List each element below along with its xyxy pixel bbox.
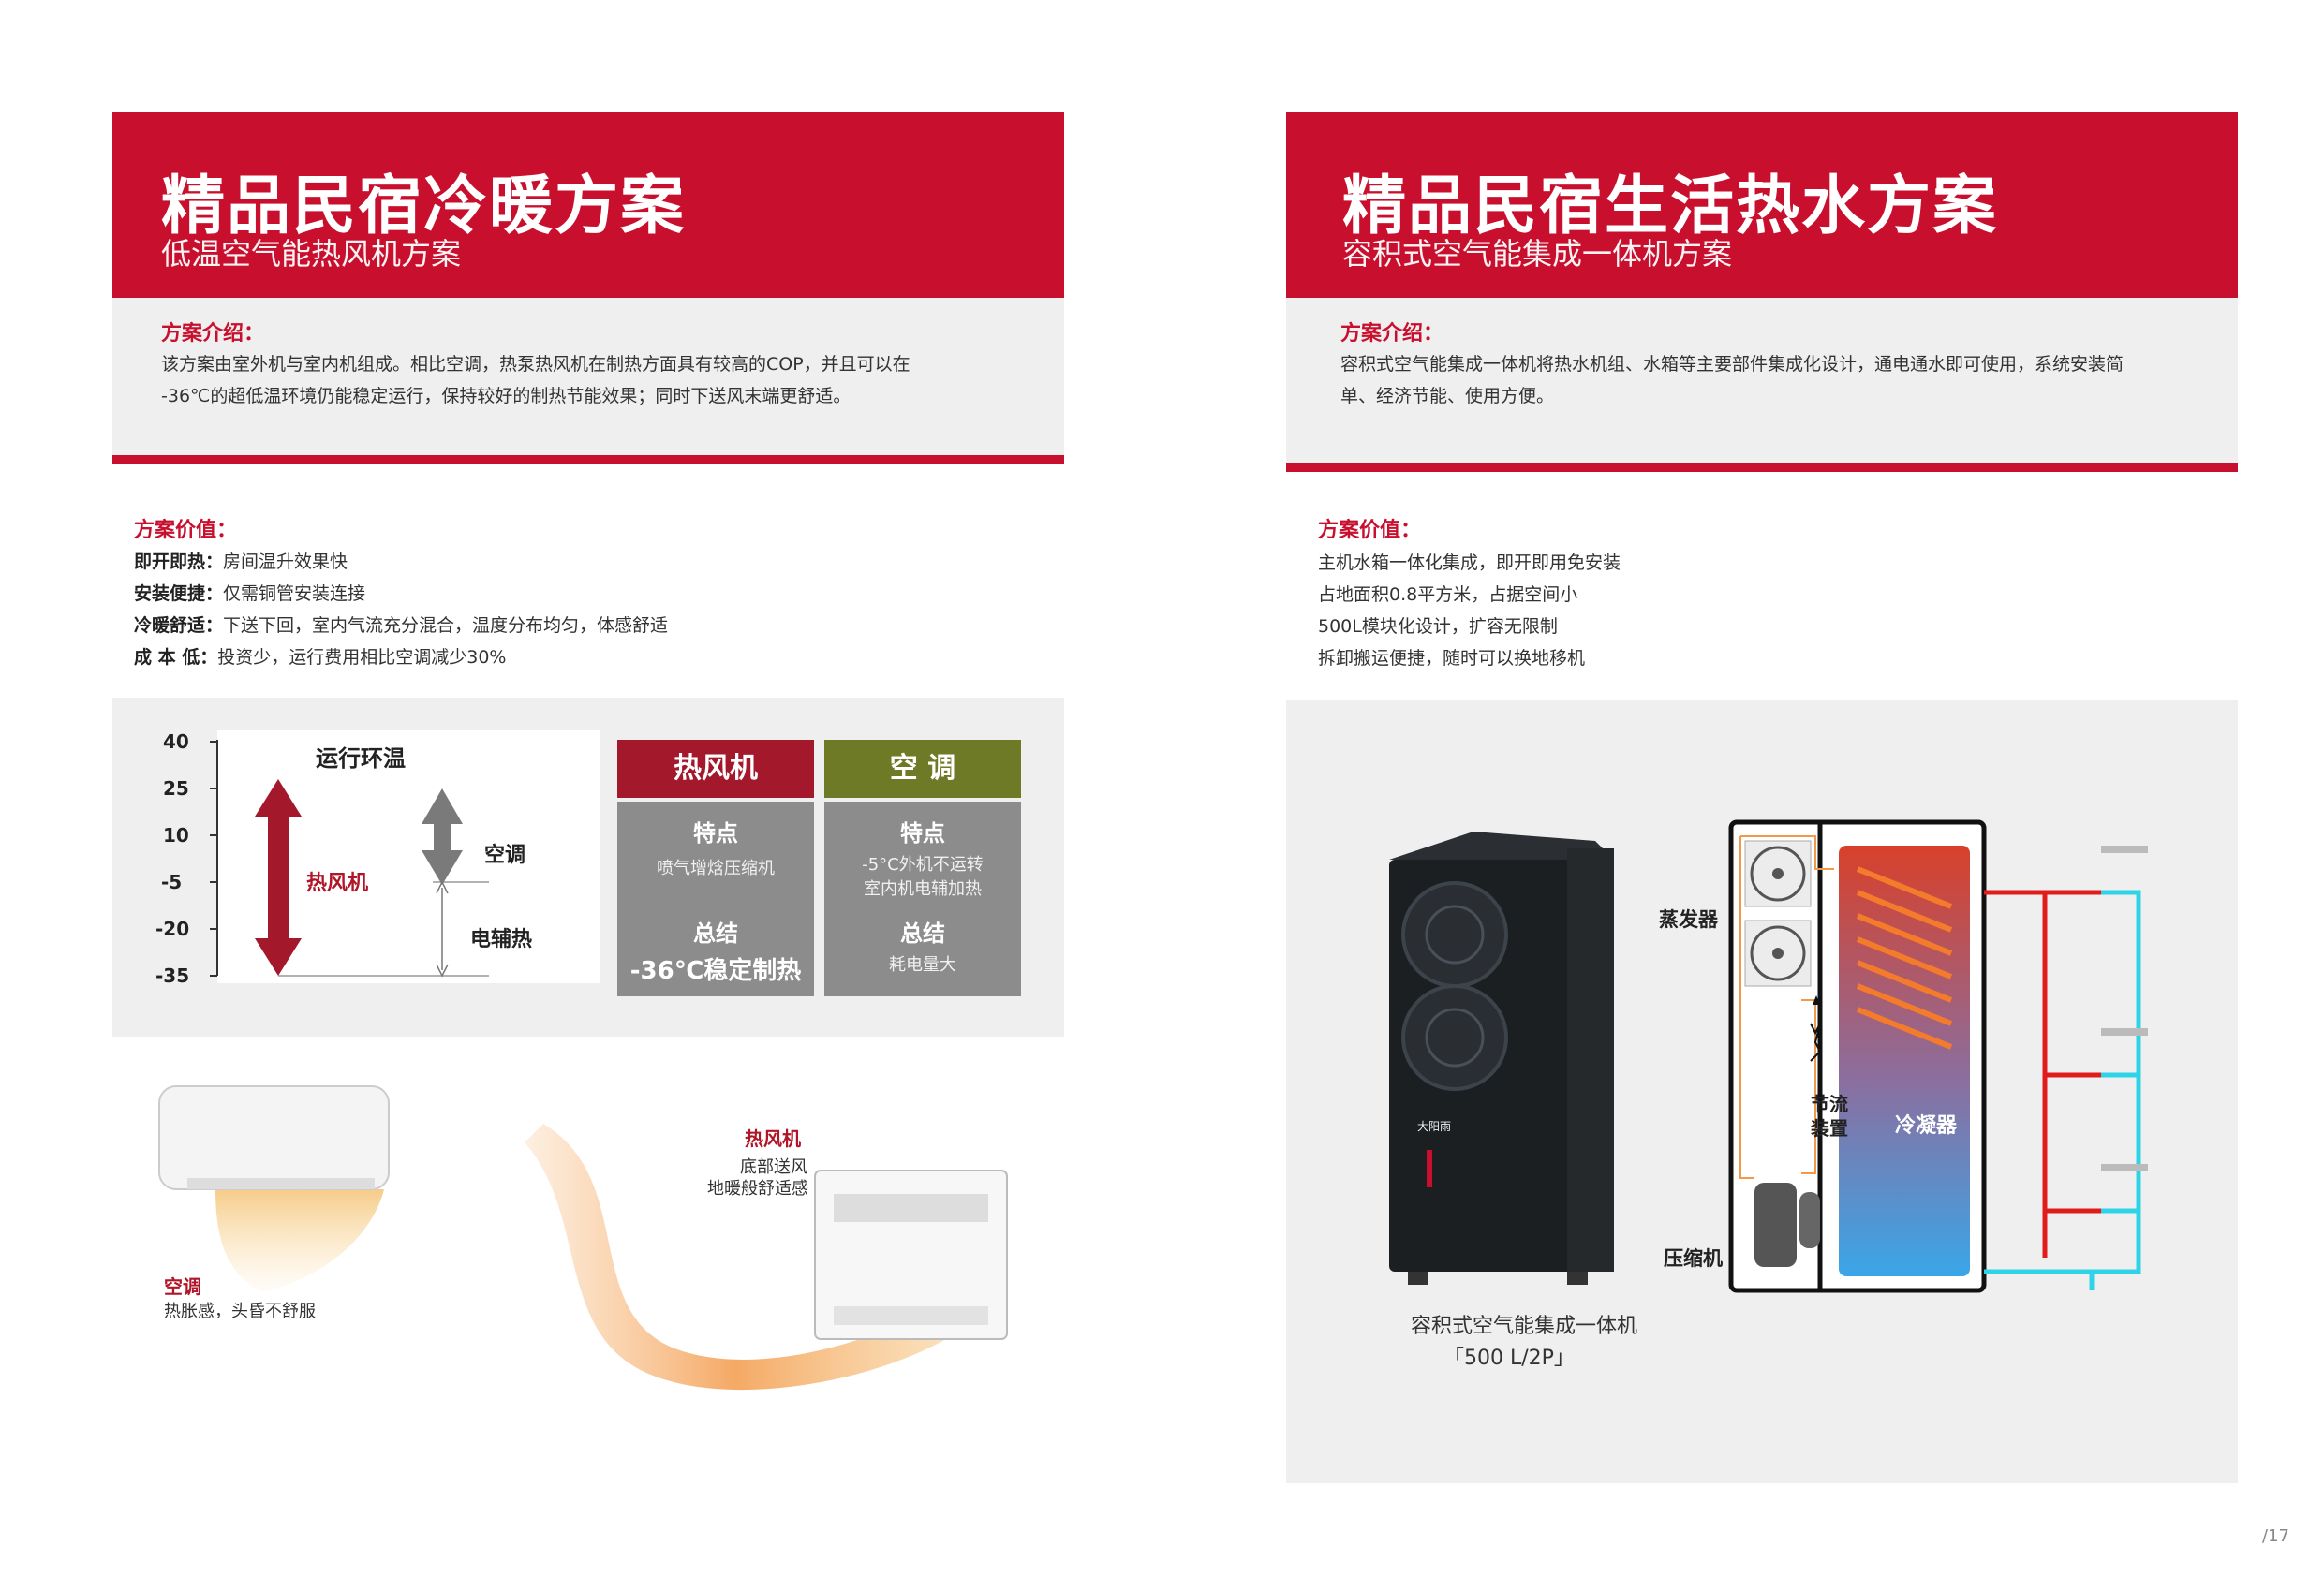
diagram-label-throttle1: 节流 xyxy=(1811,1093,1848,1115)
chart-tick-10: 10 xyxy=(163,824,189,847)
diagram-label-compressor: 压缩机 xyxy=(1664,1247,1723,1270)
temperature-range-chart: 40 25 10 -5 -20 -35 运 xyxy=(124,730,600,994)
illus-ac-label: 空调 xyxy=(164,1275,201,1298)
diagram-label-condenser: 冷凝器 xyxy=(1895,1114,1958,1138)
right-product-area: 大阳雨 容积式空气能集成一体机 「500 L/2P」 xyxy=(1286,700,2238,1483)
right-page-subtitle: 容积式空气能集成一体机方案 xyxy=(1342,236,1733,272)
chart-tick-40: 40 xyxy=(163,730,189,753)
chart-tick-m5: -5 xyxy=(161,871,183,893)
hot-fan-range-arrow xyxy=(255,779,302,976)
left-intro-box: 方案介绍： 该方案由室外机与室内机组成。相比空调，热泵热风机在制热方面具有较高的… xyxy=(112,298,1064,455)
right-value-item: 拆卸搬运便捷，随时可以换地移机 xyxy=(1318,648,1586,669)
illus-hot-fan-label: 热风机 xyxy=(745,1127,801,1150)
compare-head-ac: 空 调 xyxy=(824,740,1021,798)
left-value-item: 冷暖舒适：下送下回，室内气流充分混合，温度分布均匀，体感舒适 xyxy=(134,615,669,636)
right-red-rule xyxy=(1286,463,2238,472)
left-value-item: 成 本 低：投资少，运行费用相比空调减少30% xyxy=(134,647,507,668)
right-intro-line1: 容积式空气能集成一体机将热水机组、水箱等主要部件集成化设计，通电通水即可使用，系… xyxy=(1340,354,2124,375)
system-diagram xyxy=(1728,819,2148,1293)
right-value-item: 占地面积0.8平方米，占据空间小 xyxy=(1318,584,1578,605)
right-intro-box: 方案介绍： 容积式空气能集成一体机将热水机组、水箱等主要部件集成化设计，通电通水… xyxy=(1286,298,2238,463)
left-value-item: 安装便捷：仅需铜管安装连接 xyxy=(134,583,366,604)
product-name: 容积式空气能集成一体机 xyxy=(1411,1315,1638,1338)
ac-airflow xyxy=(215,1189,384,1292)
illus-hot-fan-desc1: 底部送风 xyxy=(740,1157,807,1177)
chart-title: 运行环温 xyxy=(316,745,406,772)
chart-tick-m35: -35 xyxy=(155,965,190,987)
left-intro-line1: 该方案由室外机与室内机组成。相比空调，热泵热风机在制热方面具有较高的COP，并且… xyxy=(161,354,910,375)
right-intro-line2: 单、经济节能、使用方便。 xyxy=(1340,386,1555,406)
left-intro-line2: -36℃的超低温环境仍能稳定运行，保持较好的制热节能效果；同时下送风末端更舒适。 xyxy=(161,386,851,406)
left-page-title: 精品民宿冷暖方案 xyxy=(161,169,687,243)
right-intro-heading: 方案介绍： xyxy=(1340,322,1444,346)
left-compare-area: 40 25 10 -5 -20 -35 运 xyxy=(112,698,1064,1037)
heat-pump-unit-image xyxy=(1389,832,1614,1285)
hot-fan-airflow xyxy=(525,1124,946,1391)
right-value-item: 500L模块化设计，扩容无限制 xyxy=(1318,616,1558,637)
illus-ac-desc: 热胀感，头昏不舒服 xyxy=(164,1302,316,1321)
diagram-label-throttle2: 装置 xyxy=(1811,1117,1848,1140)
ac-indoor-unit xyxy=(158,1085,390,1190)
left-value-heading: 方案价值： xyxy=(134,519,238,542)
diagram-label-evaporator: 蒸发器 xyxy=(1659,908,1718,931)
page-number: /17 xyxy=(2262,1526,2289,1546)
left-title-band: 精品民宿冷暖方案 低温空气能热风机方案 xyxy=(112,112,1064,298)
chart-tick-m20: -20 xyxy=(155,918,190,940)
right-value-heading: 方案价值： xyxy=(1318,519,1422,542)
illus-hot-fan-desc2: 地暖般舒适感 xyxy=(707,1179,808,1199)
right-page-title: 精品民宿生活热水方案 xyxy=(1342,169,1999,243)
ac-range-arrow xyxy=(422,788,463,885)
compare-cell-ac: 特点 -5°C外机不运转 室内机电辅加热 总结 耗电量大 xyxy=(824,802,1021,996)
product-brand-logo: 大阳雨 xyxy=(1417,1120,1452,1133)
chart-graphic xyxy=(210,740,489,978)
right-title-band: 精品民宿生活热水方案 容积式空气能集成一体机方案 xyxy=(1286,112,2238,298)
product-spec: 「500 L/2P」 xyxy=(1443,1347,1575,1370)
chart-label-ac: 空调 xyxy=(484,844,526,867)
left-value-item: 即开即热：房间温升效果快 xyxy=(134,552,348,572)
left-intro-heading: 方案介绍： xyxy=(161,322,265,346)
left-page-subtitle: 低温空气能热风机方案 xyxy=(161,236,462,272)
chart-tick-25: 25 xyxy=(163,777,189,800)
chart-label-aux-heat: 电辅热 xyxy=(470,928,533,951)
compare-cell-hot-fan: 特点 喷气增焓压缩机 总结 -36℃稳定制热 xyxy=(617,802,814,996)
airflow-illustration xyxy=(158,1085,1008,1391)
right-value-item: 主机水箱一体化集成，即开即用免安装 xyxy=(1318,552,1621,573)
chart-label-hot-fan: 热风机 xyxy=(306,872,369,895)
compare-head-hot-fan: 热风机 xyxy=(617,740,814,798)
left-red-rule xyxy=(112,455,1064,464)
